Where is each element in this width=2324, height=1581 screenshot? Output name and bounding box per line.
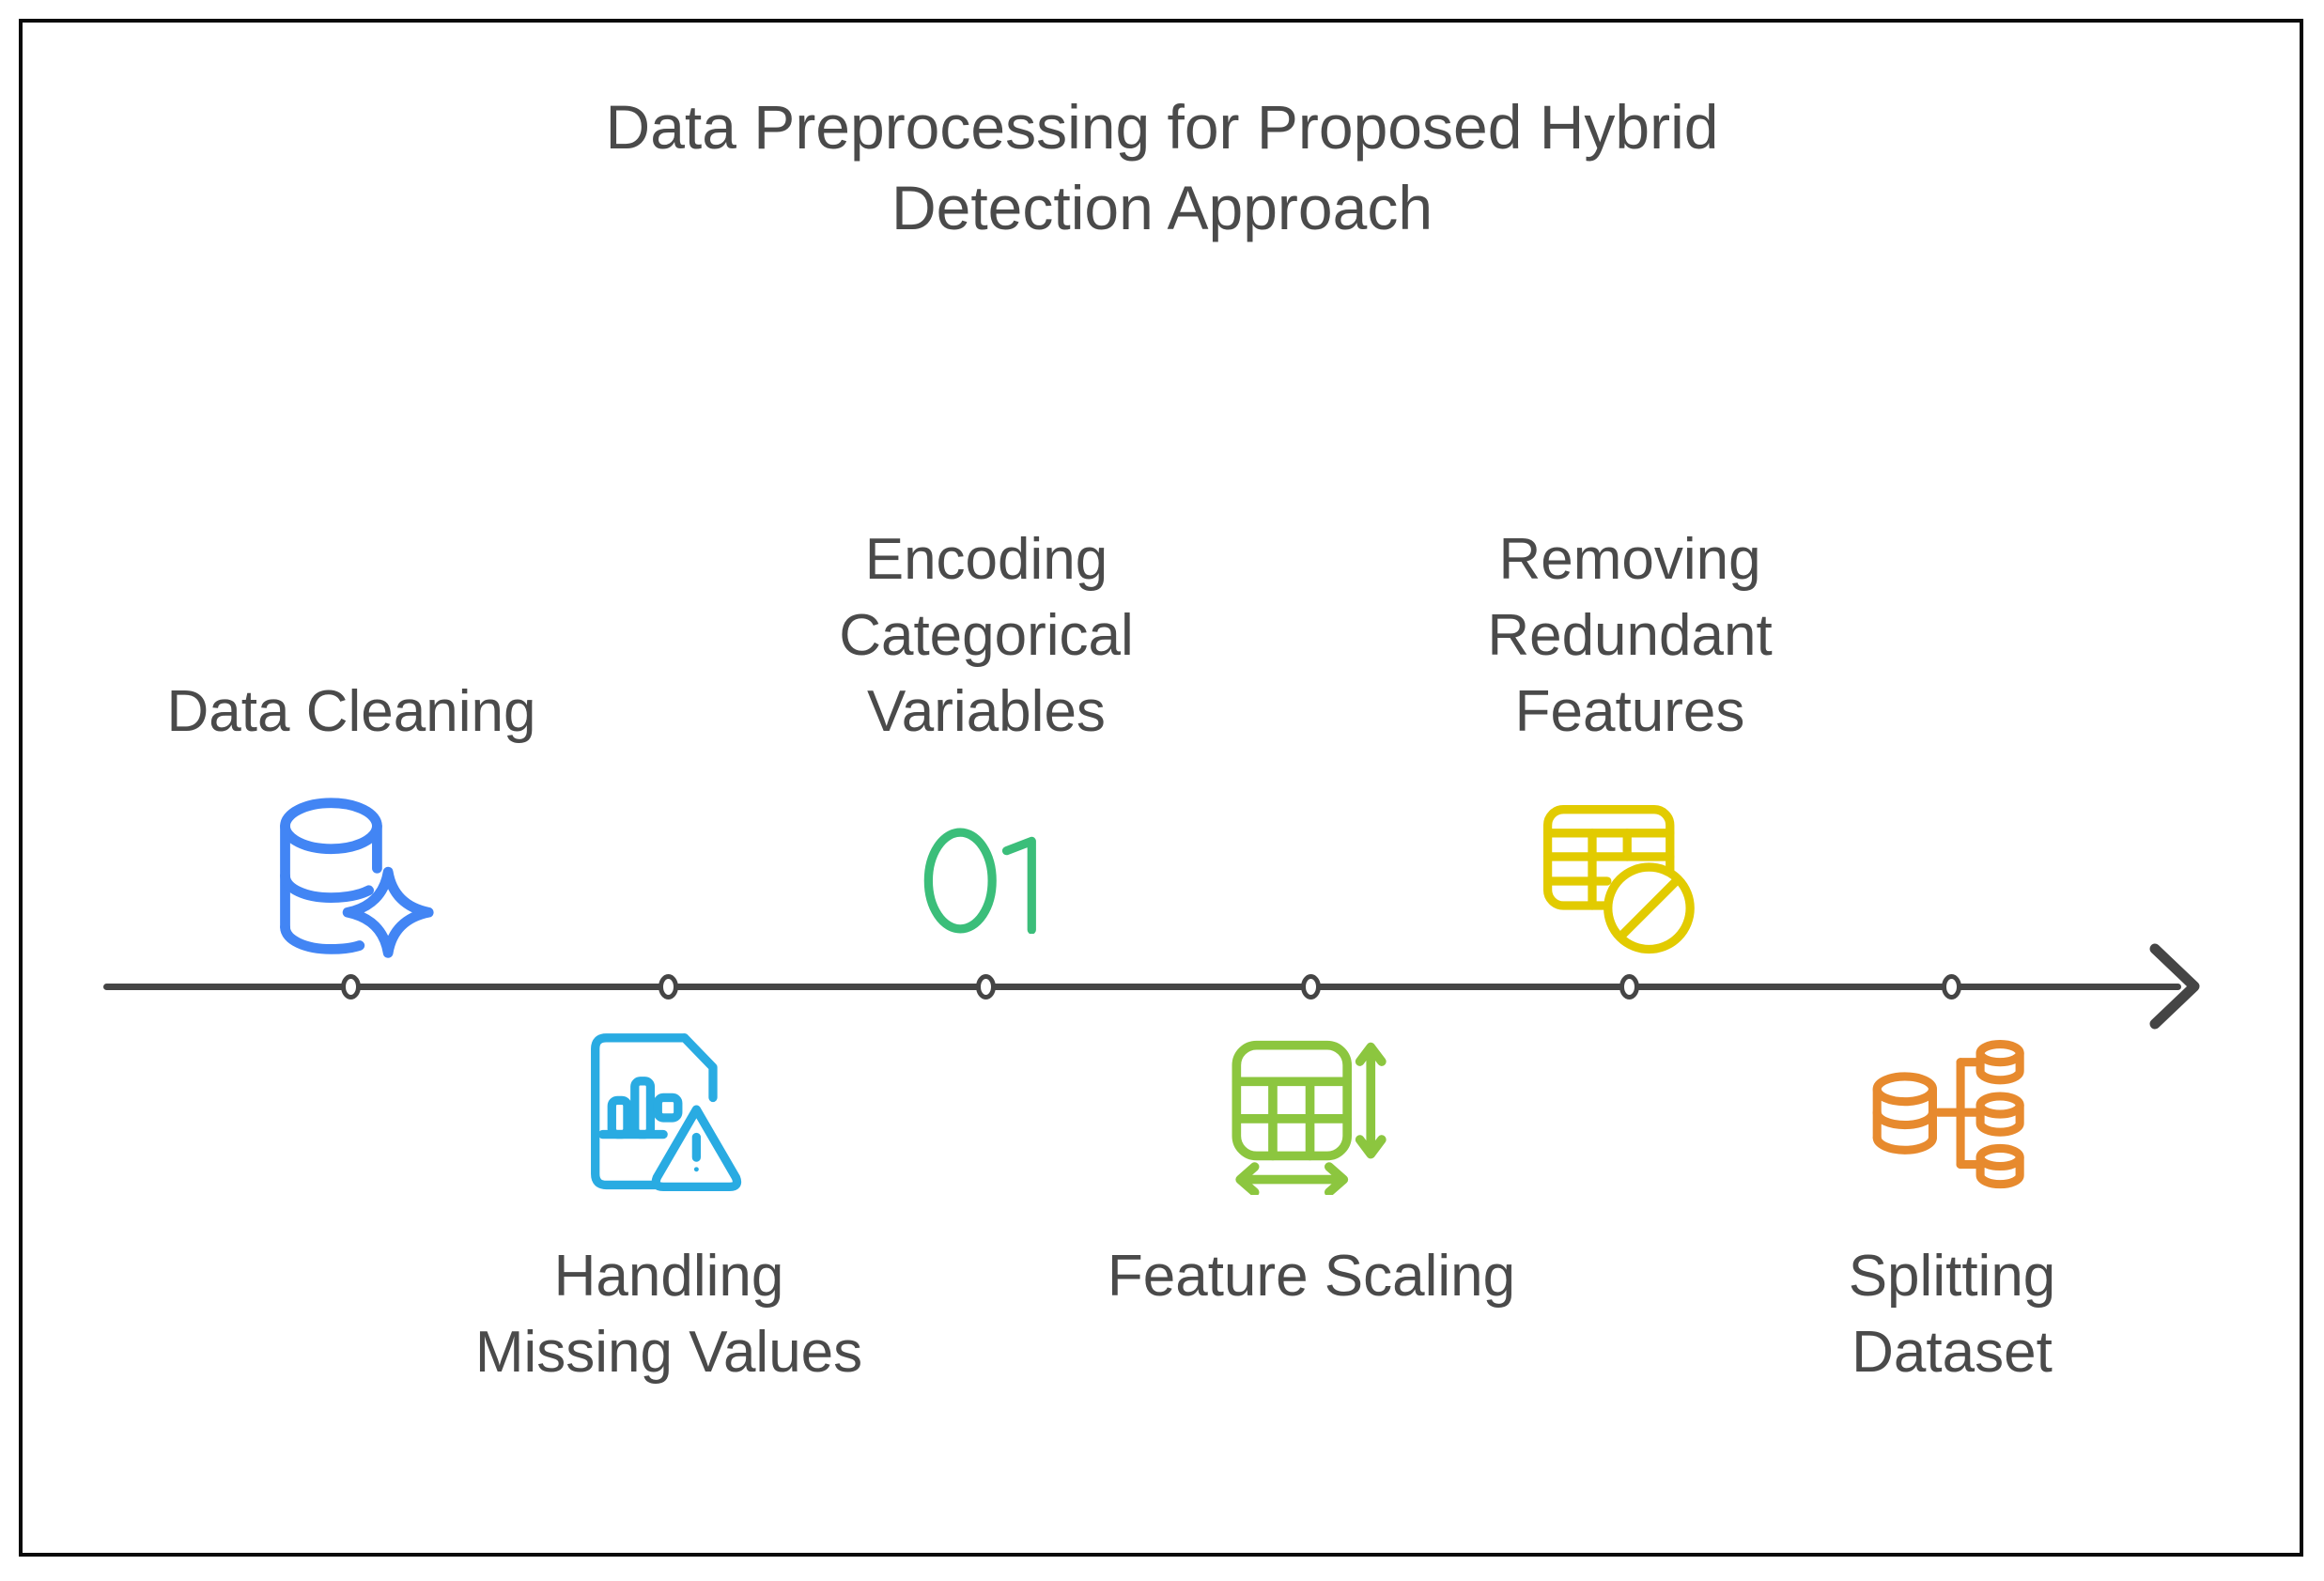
step-label: Encoding Categorical Variables — [839, 527, 1134, 744]
timeline-node — [341, 974, 361, 1000]
step-label: Handling Missing Values — [474, 1244, 863, 1385]
timeline-node — [1301, 974, 1321, 1000]
binary-01-icon — [923, 828, 1036, 934]
step-label: Data Cleaning — [166, 679, 536, 744]
database-sparkle-icon — [280, 798, 434, 958]
table-prohibited-icon — [1542, 804, 1695, 953]
document-warning-icon — [591, 1032, 742, 1191]
timeline-arrowhead-icon — [2149, 943, 2200, 1030]
timeline-node — [976, 974, 996, 1000]
step-label: Removing Redundant Features — [1487, 527, 1773, 744]
timeline-node — [1942, 974, 1961, 1000]
table-scaling-icon — [1232, 1040, 1387, 1195]
step-label: Feature Scaling — [1107, 1244, 1516, 1309]
database-split-icon — [1872, 1039, 2024, 1188]
timeline-node — [1619, 974, 1639, 1000]
timeline-node — [658, 974, 678, 1000]
diagram-title: Data Preprocessing for Proposed Hybrid D… — [605, 92, 1719, 242]
step-label: Splitting Dataset — [1848, 1244, 2056, 1385]
timeline-line — [103, 984, 2181, 990]
